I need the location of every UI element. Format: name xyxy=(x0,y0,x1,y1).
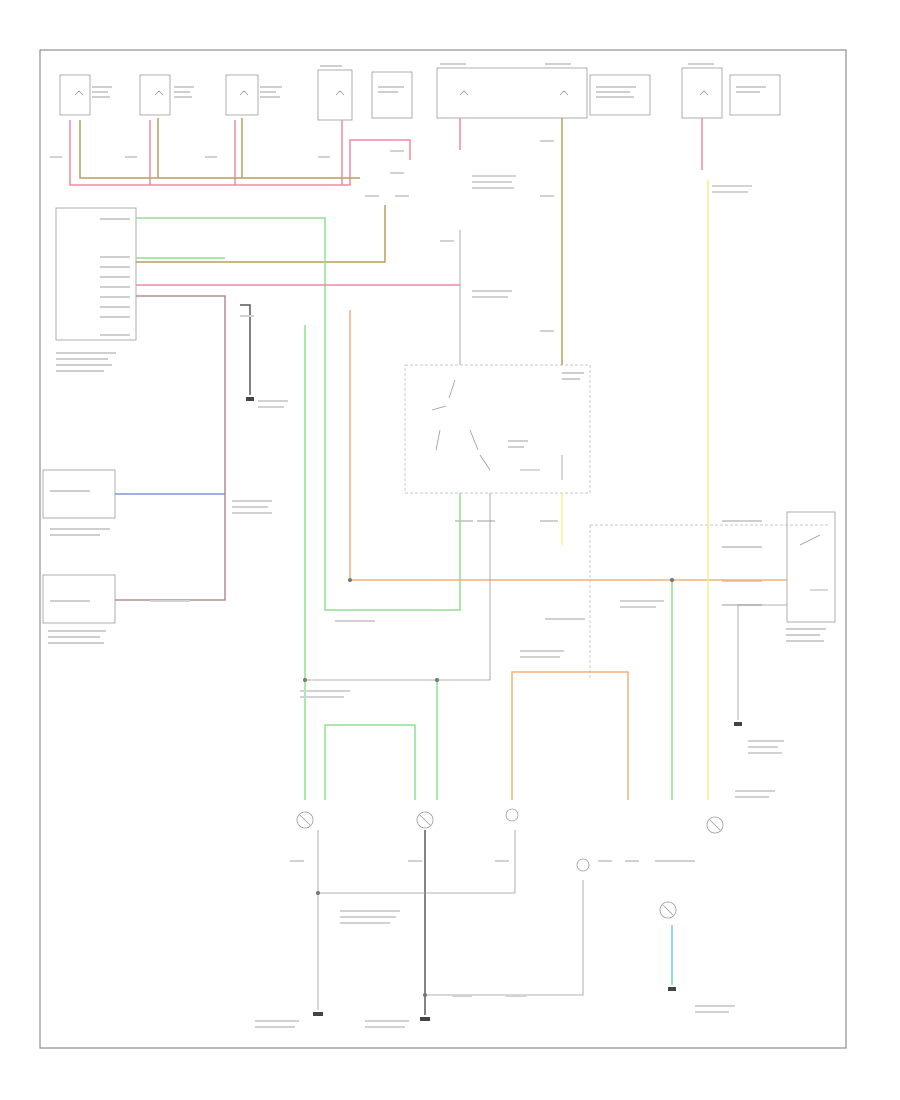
wire-green-top xyxy=(136,217,461,611)
connector-box-upper-left xyxy=(42,469,116,519)
multifunction-switch-box xyxy=(404,364,591,494)
wire-gray-splice xyxy=(305,493,491,681)
wire-gray-relay xyxy=(737,604,787,720)
hazard-relay-box xyxy=(786,511,836,623)
wire-gray-ground-2 xyxy=(425,880,584,996)
lamps xyxy=(296,808,724,919)
splice-points xyxy=(303,578,674,997)
diagram-frame xyxy=(39,49,847,1049)
fuse-row-top xyxy=(59,67,781,121)
wire-olive-left xyxy=(79,120,360,179)
switch-labels xyxy=(455,372,584,522)
lamp-left-side xyxy=(505,808,519,822)
wire-olive-module xyxy=(136,205,386,263)
wire-orange-horiz xyxy=(349,310,787,581)
module-pin-labels xyxy=(56,218,130,372)
wire-brown xyxy=(115,295,226,601)
switch-contacts xyxy=(431,379,563,480)
wire-orange-lamp xyxy=(511,671,629,800)
wire-dashed-vert xyxy=(589,524,830,680)
connector-box-lower-left xyxy=(42,574,116,624)
wire-labels xyxy=(50,140,784,1028)
wire-pink-left xyxy=(69,120,411,186)
lamp-right-side xyxy=(576,858,590,872)
wire-gray-ground-1 xyxy=(317,830,516,1010)
ground-symbols xyxy=(246,397,742,1021)
connector-labels-left xyxy=(48,490,110,644)
relay-contact xyxy=(799,534,828,591)
wire-dark-left xyxy=(240,304,251,395)
wire-green-lower xyxy=(324,724,416,800)
instrument-cluster-module xyxy=(55,207,137,341)
fuse-labels xyxy=(92,63,766,98)
